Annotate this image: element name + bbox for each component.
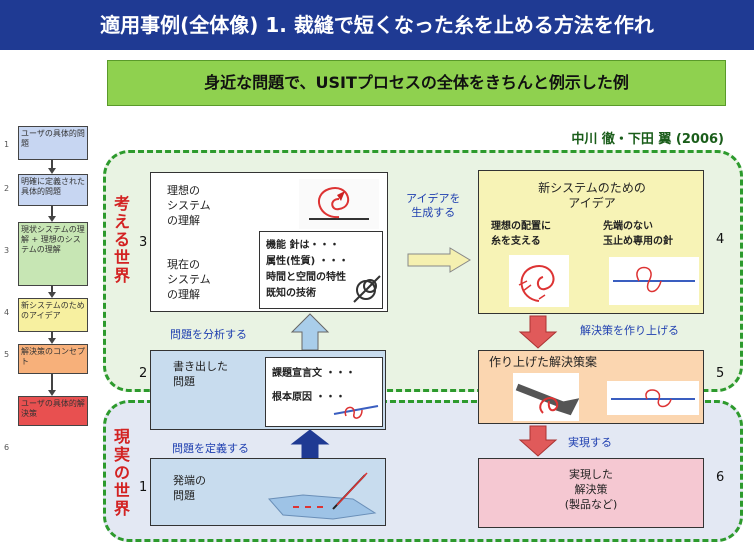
idea1-sketch <box>509 255 569 307</box>
flow-step-number: 5 <box>4 350 10 359</box>
box5-built-solution: 作り上げた解決策案 <box>478 350 704 424</box>
box2-number: 2 <box>139 366 148 381</box>
inner-line: 時間と空間の特性 <box>266 272 346 283</box>
inner-line: 属性(性質) ・・・ <box>266 256 349 267</box>
inner-line: 課題宣言文 ・・・ <box>272 368 356 379</box>
flow-step-number: 2 <box>4 184 10 193</box>
box6-label: 実現した 解決策 (製品など) <box>564 468 618 511</box>
flow-step-number: 3 <box>4 246 10 255</box>
box1-original-problem: 発端の 問題 <box>150 458 386 526</box>
flow-step-box: 明確に定義された具体的問題 <box>18 174 88 206</box>
idea2-label: 先端のない 玉止め専用の針 <box>603 221 673 247</box>
box4-title: 新システムのための アイデア <box>538 181 646 210</box>
build-solution-label: 解決策を作り上げる <box>580 324 679 337</box>
realize-arrow <box>518 425 558 457</box>
page-title: 適用事例(全体像) 1. 裁縫で短くなった糸を止める方法を作れ <box>0 0 754 50</box>
box2-written-problem: 書き出した 問題 課題宣言文 ・・・ 根本原因 ・・・ <box>150 350 386 430</box>
knot-sketch <box>353 275 381 303</box>
box3-number: 3 <box>139 235 148 250</box>
flow-step-box: 新システムのためのアイデア <box>18 298 88 332</box>
build-arrow <box>518 315 558 349</box>
subtitle-banner: 身近な問題で、USITプロセスの全体をきちんと例示した例 <box>107 60 726 106</box>
box1-label: 発端の 問題 <box>173 474 206 502</box>
thinking-world-label: 考える世界 <box>113 194 130 285</box>
box3-ideal-label: 理想の システム の理解 <box>167 184 211 227</box>
define-arrow <box>290 429 330 458</box>
real-world-label: 現実の世界 <box>113 427 130 518</box>
generate-ideas-label: アイデアを 生成する <box>406 192 461 219</box>
fabric-sketch <box>267 472 377 520</box>
generate-arrow <box>407 247 471 273</box>
idea2-sketch <box>609 257 699 305</box>
box3-current-label: 現在の システム の理解 <box>167 258 211 301</box>
idea1-label: 理想の配置に 糸を支える <box>491 221 551 247</box>
analyze-arrow <box>290 313 330 351</box>
box6-number: 6 <box>716 470 725 485</box>
flow-step-box: ユーザの具体的問題 <box>18 126 88 160</box>
box2-label: 書き出した 問題 <box>173 360 228 388</box>
box5-number: 5 <box>716 366 725 381</box>
flow-step-number: 4 <box>4 308 10 317</box>
flow-step-box: ユーザの具体的解決策 <box>18 396 88 426</box>
solution-sketch-1 <box>513 373 579 421</box>
box4-number: 4 <box>716 232 725 247</box>
ideal-thread-sketch <box>299 179 379 229</box>
flow-step-box: 現状システムの理解 + 理想のシステムの理解 <box>18 222 88 286</box>
box1-number: 1 <box>139 480 148 495</box>
analyze-label: 問題を分析する <box>170 328 247 341</box>
author-credit: 中川 徹・下田 翼 (2006) <box>571 132 724 147</box>
box3-understanding: 理想の システム の理解 現在の システム の理解 機能 針は・・・ 属性(性質… <box>150 172 388 312</box>
define-problem-label: 問題を定義する <box>172 442 249 455</box>
inner-line: 既知の技術 <box>266 288 316 299</box>
root-cause-sketch <box>333 405 379 419</box>
inner-line: 根本原因 ・・・ <box>272 392 346 403</box>
box5-label: 作り上げた解決策案 <box>489 355 598 369</box>
box3-inner-list: 機能 針は・・・ 属性(性質) ・・・ 時間と空間の特性 既知の技術 <box>259 231 383 309</box>
box6-realized-solution: 実現した 解決策 (製品など) <box>478 458 704 528</box>
box2-inner-list: 課題宣言文 ・・・ 根本原因 ・・・ <box>265 357 383 427</box>
flow-step-number: 1 <box>4 140 10 149</box>
flow-step-number: 6 <box>4 443 10 452</box>
inner-line: 機能 針は・・・ <box>266 240 340 251</box>
realize-label: 実現する <box>568 436 612 449</box>
flow-step-box: 解決策のコンセプト <box>18 344 88 374</box>
solution-sketch-2 <box>607 381 699 415</box>
box4-ideas: 新システムのための アイデア 理想の配置に 糸を支える 先端のない 玉止め専用の… <box>478 170 704 314</box>
flow-connectors <box>48 160 56 396</box>
